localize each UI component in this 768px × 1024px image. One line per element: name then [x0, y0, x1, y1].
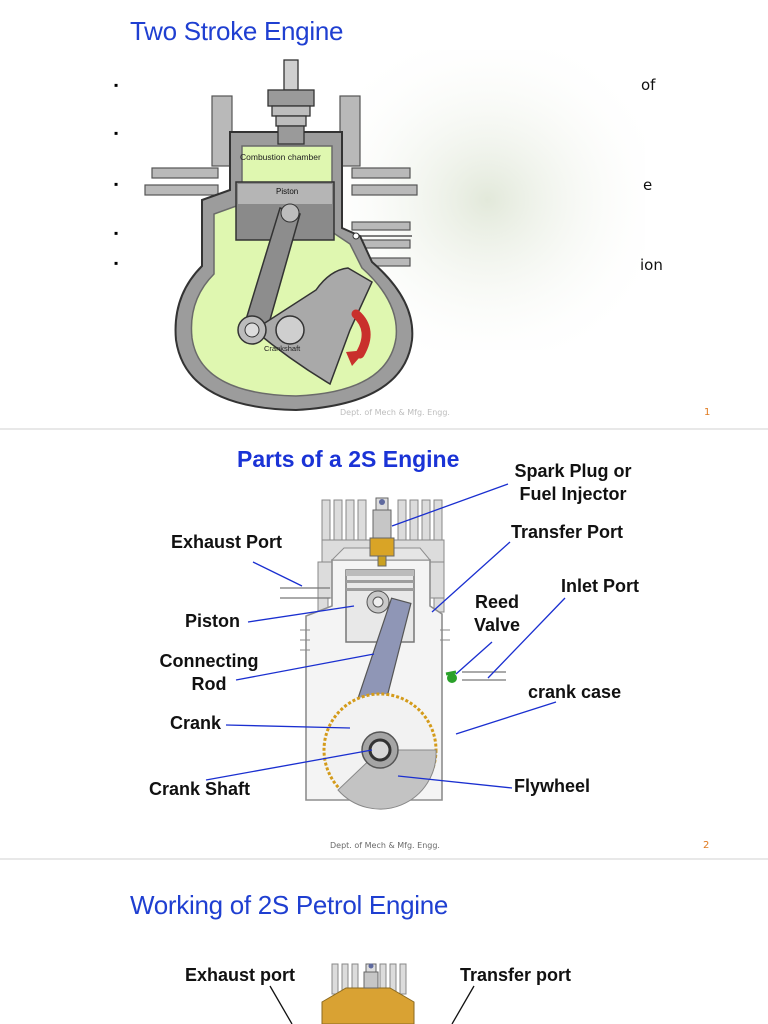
- reed-leader: [455, 641, 493, 675]
- piston-label: Piston: [276, 187, 298, 196]
- page-number: 2: [703, 840, 710, 851]
- crankcase-leader: [455, 701, 557, 735]
- label-reed-valve-text: Reed Valve: [473, 592, 521, 635]
- slide-divider: [0, 428, 768, 430]
- bullet-3: ▪: [114, 177, 119, 191]
- reed-valve-icon: [447, 673, 457, 683]
- parts-diagram: [205, 483, 566, 810]
- label-reed-valve: Reed Valve: [466, 591, 528, 637]
- bullet-1-text: of: [641, 76, 656, 94]
- slide-title: Parts of a 2S Engine: [237, 446, 460, 472]
- page-number: 1: [704, 407, 711, 418]
- label-connecting-rod-text: Connecting Rod: [159, 651, 259, 694]
- flywheel-leader: [397, 775, 513, 789]
- engine-diagram: Combustion chamber Piston Crankshaft: [144, 59, 418, 412]
- label-crank-shaft: Crank Shaft: [149, 779, 251, 799]
- crank-leader: [225, 724, 351, 729]
- crankshaft-leader: [205, 749, 373, 781]
- bullet-5: ▪: [114, 256, 119, 270]
- bullet-4: ▪: [114, 226, 119, 240]
- rod-leader: [235, 653, 375, 681]
- label-piston: Piston: [185, 611, 241, 631]
- exhaust-leader: [252, 561, 303, 587]
- label-flywheel: Flywheel: [514, 776, 591, 796]
- slide-3: Working of 2S Petrol Engine Exhaust port…: [0, 860, 768, 1024]
- crankshaft-label: Crankshaft: [264, 344, 301, 353]
- slide-title: Two Stroke Engine: [130, 16, 344, 46]
- label-connecting-rod: Connecting Rod: [150, 650, 268, 696]
- working-diagram: [269, 963, 475, 1024]
- label-inlet-port: Inlet Port: [561, 576, 640, 596]
- slide-title: Working of 2S Petrol Engine: [130, 890, 449, 920]
- label-exhaust-port: Exhaust port: [185, 965, 296, 985]
- label-spark-plug: Spark Plug or Fuel Injector: [506, 460, 640, 506]
- rotation-arrowhead-icon: [346, 350, 366, 366]
- spark-leader: [391, 483, 509, 527]
- piston-leader: [247, 605, 355, 623]
- label-transfer-port: Transfer port: [460, 965, 572, 985]
- label-transfer-port: Transfer Port: [511, 522, 624, 542]
- label-crank: Crank: [170, 713, 222, 733]
- label-spark-plug-text: Spark Plug or Fuel Injector: [514, 461, 632, 504]
- slide-2: Parts of a 2S Engine: [0, 430, 768, 858]
- slide-footer: Dept. of Mech & Mfg. Engg.: [330, 841, 440, 850]
- rotation-arrow-icon: [351, 309, 371, 359]
- bullet-1: ▪: [114, 78, 119, 92]
- bullet-3-text: e: [643, 176, 653, 194]
- bullet-5-text: ion: [640, 256, 663, 274]
- slide-divider: [0, 858, 768, 860]
- bullet-2: ▪: [114, 126, 119, 140]
- label-crank-case: crank case: [528, 682, 622, 702]
- label-exhaust-port: Exhaust Port: [171, 532, 283, 552]
- transfer-leader: [431, 541, 511, 613]
- combustion-chamber-label: Combustion chamber: [240, 152, 321, 162]
- slide-1: Two Stroke Engine ▪ ▪ ▪ ▪ ▪ of e ion: [0, 0, 768, 428]
- inlet-leader: [487, 597, 566, 679]
- slide-footer: Dept. of Mech & Mfg. Engg.: [340, 408, 450, 417]
